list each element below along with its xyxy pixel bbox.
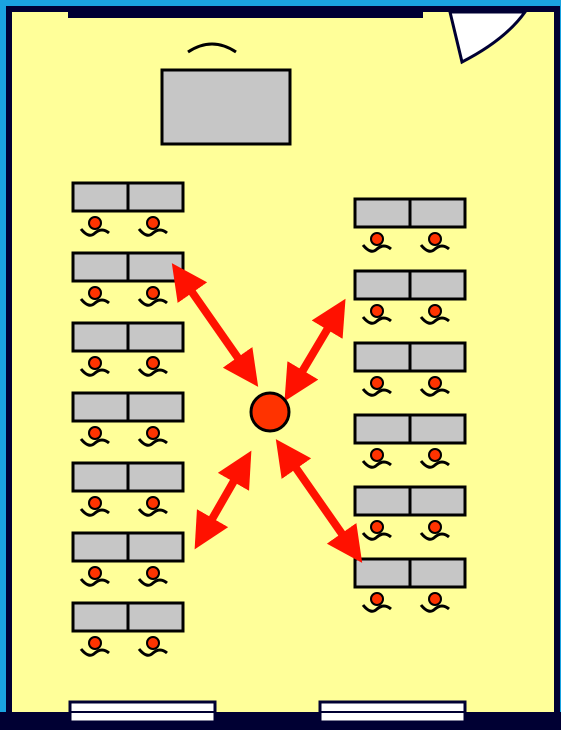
front-wall bbox=[68, 9, 423, 18]
student-icon bbox=[361, 592, 392, 613]
window-right bbox=[318, 700, 467, 724]
student-desk bbox=[126, 531, 185, 563]
seat-row bbox=[71, 531, 185, 587]
student-desk bbox=[408, 485, 467, 517]
student-desk bbox=[126, 391, 185, 423]
student-desk bbox=[71, 321, 130, 353]
student-desk bbox=[408, 557, 467, 589]
student-icon bbox=[137, 356, 168, 377]
student-icon bbox=[79, 216, 110, 237]
student-desk bbox=[71, 601, 130, 633]
student-desk bbox=[126, 321, 185, 353]
student-icon bbox=[419, 592, 450, 613]
student-icon bbox=[419, 304, 450, 325]
student-icon bbox=[419, 376, 450, 397]
door-swing bbox=[448, 10, 528, 65]
student-desk bbox=[408, 413, 467, 445]
student-icon bbox=[361, 232, 392, 253]
student-desk bbox=[408, 269, 467, 301]
teacher-position bbox=[249, 391, 291, 433]
student-desk bbox=[353, 413, 412, 445]
student-icon bbox=[361, 376, 392, 397]
student-icon bbox=[137, 496, 168, 517]
student-icon bbox=[79, 636, 110, 657]
student-desk bbox=[71, 251, 130, 283]
student-desk bbox=[353, 341, 412, 373]
student-icon bbox=[79, 286, 110, 307]
left-seating-column bbox=[71, 181, 185, 657]
student-desk bbox=[71, 181, 130, 213]
teacher-desk bbox=[160, 68, 292, 146]
teacher-chair-icon bbox=[187, 42, 237, 54]
student-desk bbox=[126, 601, 185, 633]
student-desk bbox=[126, 461, 185, 493]
seat-row bbox=[353, 485, 467, 541]
student-desk bbox=[71, 391, 130, 423]
student-icon bbox=[361, 304, 392, 325]
seat-row bbox=[71, 391, 185, 447]
student-desk bbox=[71, 531, 130, 563]
seat-row bbox=[353, 197, 467, 253]
student-desk bbox=[408, 197, 467, 229]
student-icon bbox=[419, 232, 450, 253]
student-desk bbox=[353, 269, 412, 301]
student-icon bbox=[79, 356, 110, 377]
student-desk bbox=[71, 461, 130, 493]
student-icon bbox=[419, 448, 450, 469]
arrow-upper-left bbox=[171, 263, 259, 387]
student-icon bbox=[419, 520, 450, 541]
student-icon bbox=[361, 448, 392, 469]
student-icon bbox=[79, 426, 110, 447]
student-icon bbox=[361, 520, 392, 541]
arrow-lower-right bbox=[275, 439, 363, 563]
student-desk bbox=[126, 251, 185, 283]
right-seating-column bbox=[353, 197, 467, 613]
student-icon bbox=[137, 216, 168, 237]
student-desk bbox=[408, 341, 467, 373]
seat-row bbox=[71, 601, 185, 657]
student-icon bbox=[79, 496, 110, 517]
student-icon bbox=[79, 566, 110, 587]
student-desk bbox=[126, 181, 185, 213]
arrow-lower-left bbox=[194, 450, 252, 550]
student-icon bbox=[137, 426, 168, 447]
arrow-upper-right bbox=[284, 298, 346, 402]
seat-row bbox=[353, 269, 467, 325]
student-desk bbox=[353, 485, 412, 517]
student-icon bbox=[137, 636, 168, 657]
seat-row bbox=[71, 461, 185, 517]
seat-row bbox=[353, 341, 467, 397]
window-left bbox=[68, 700, 217, 724]
seat-row bbox=[71, 181, 185, 237]
student-icon bbox=[137, 566, 168, 587]
student-desk bbox=[353, 197, 412, 229]
student-icon bbox=[137, 286, 168, 307]
student-desk bbox=[353, 557, 412, 589]
seat-row bbox=[353, 557, 467, 613]
seat-row bbox=[353, 413, 467, 469]
